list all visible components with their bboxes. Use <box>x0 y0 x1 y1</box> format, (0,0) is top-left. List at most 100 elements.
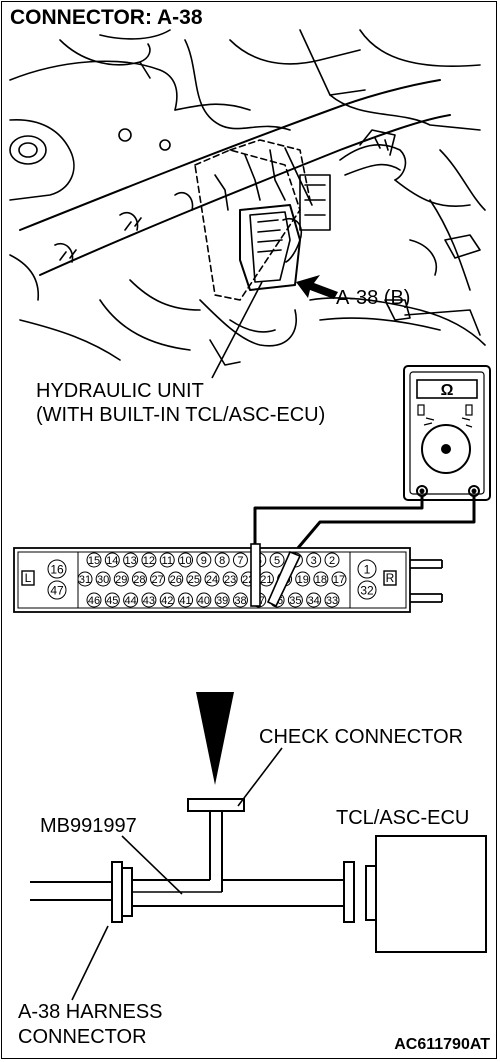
pin-mid: 18 <box>315 574 327 586</box>
test-leads <box>253 496 476 549</box>
pin-mid: 17 <box>333 574 345 586</box>
pin-top: 5 <box>274 555 280 567</box>
pin-mid: 19 <box>297 574 309 586</box>
pin-mid: 21 <box>260 574 272 586</box>
connector-side-right: R <box>386 571 395 585</box>
pin-bot-circle <box>214 592 230 608</box>
pin-mid-circle <box>95 571 111 587</box>
pin-mid-circle <box>295 571 311 587</box>
pin-left-circle <box>47 559 67 579</box>
pin-bot-circle <box>141 592 157 608</box>
pin-mid-circle <box>186 571 202 587</box>
pin-top-circle <box>86 552 102 568</box>
harness-connector-sublabel: CONNECTOR <box>18 1026 147 1048</box>
engine-bay-sketch <box>9 29 486 366</box>
pin-bot: 45 <box>106 595 118 607</box>
pin-bot: 41 <box>179 595 191 607</box>
pin-mid-circle <box>331 571 347 587</box>
pin-bot-circle <box>196 592 212 608</box>
pin-bot: 34 <box>308 595 320 607</box>
pin-top: 12 <box>143 555 155 567</box>
pin-bot: 46 <box>88 595 100 607</box>
pin-mid: 31 <box>79 574 91 586</box>
pin-bot-circle <box>123 592 139 608</box>
pin-left-circle <box>47 580 67 600</box>
pin-left: 16 <box>50 562 64 576</box>
pin-top: 11 <box>162 555 173 567</box>
pin-left: 47 <box>50 583 64 597</box>
pin-top: 10 <box>179 555 191 567</box>
pin-mid-circle <box>77 571 93 587</box>
pin-top: 9 <box>201 555 207 567</box>
pin-mid-circle <box>150 571 166 587</box>
pin-top-circle <box>196 552 212 568</box>
adapter-label: MB991997 <box>40 815 137 837</box>
pin-bot-circle <box>287 592 303 608</box>
connector-face-body <box>13 547 443 613</box>
pin-mid-circle <box>313 571 329 587</box>
pin-top-circle <box>159 552 175 568</box>
pin-top: 7 <box>237 555 243 567</box>
pin-bot: 33 <box>326 595 338 607</box>
pin-top-circle <box>104 552 120 568</box>
pin-top: 13 <box>124 555 136 567</box>
pin-mid-circle <box>204 571 220 587</box>
ohm-symbol: Ω <box>441 382 454 399</box>
pin-bot: 40 <box>198 595 210 607</box>
pin-top-circle <box>306 552 322 568</box>
pin-mid: 27 <box>151 574 163 586</box>
pin-mid: 25 <box>188 574 200 586</box>
ecu-label: TCL/ASC-ECU <box>336 807 470 829</box>
pin-top-circle <box>214 552 230 568</box>
connector-side-left: L <box>25 571 32 585</box>
pin-mid: 29 <box>115 574 127 586</box>
pin-bot-circle <box>104 592 120 608</box>
check-connector-label: CHECK CONNECTOR <box>259 726 464 748</box>
pin-right-circle <box>357 580 377 600</box>
harness-setup <box>30 798 487 953</box>
down-arrow <box>196 692 234 785</box>
pin-top: 14 <box>106 555 118 567</box>
pin-mid: 26 <box>170 574 182 586</box>
pin-right: 32 <box>360 583 374 597</box>
pin-mid: 24 <box>206 574 218 586</box>
figure-code: AC611790AT <box>394 1036 490 1053</box>
pin-mid-circle <box>168 571 184 587</box>
pin-right-circle <box>357 559 377 579</box>
pin-bot: 38 <box>234 595 246 607</box>
figure-title: CONNECTOR: A-38 <box>10 6 203 29</box>
pin-mid-circle <box>113 571 129 587</box>
hydraulic-unit-leader <box>211 281 263 379</box>
pin-top: 8 <box>219 555 225 567</box>
hydraulic-unit-label: HYDRAULIC UNIT <box>36 380 204 402</box>
pin-top-circle <box>141 552 157 568</box>
pin-bot-circle <box>86 592 102 608</box>
pin-top: 15 <box>88 555 100 567</box>
pin-mid: 28 <box>133 574 145 586</box>
pin-bot: 35 <box>289 595 301 607</box>
pin-mid-circle <box>131 571 147 587</box>
pin-top-circle <box>269 552 285 568</box>
connector-callout-label: A-38 (B) <box>336 287 411 309</box>
leader-lines <box>71 747 283 1001</box>
connector-pins: 1514131211109876543231302928272625242322… <box>25 552 395 608</box>
pin-bot: 39 <box>216 595 228 607</box>
pin-top-circle <box>178 552 194 568</box>
pin-bot-circle <box>306 592 322 608</box>
pin-bot: 42 <box>161 595 173 607</box>
pin-top: 2 <box>329 555 335 567</box>
probes <box>250 543 302 608</box>
pin-bot: 43 <box>143 595 155 607</box>
hydraulic-unit-sublabel: (WITH BUILT-IN TCL/ASC-ECU) <box>36 404 326 426</box>
pin-bot-circle <box>232 592 248 608</box>
connector-callout-arrow <box>296 275 338 299</box>
pin-mid: 23 <box>224 574 236 586</box>
pin-bot-circle <box>159 592 175 608</box>
pin-top-circle <box>232 552 248 568</box>
harness-connector-label: A-38 HARNESS <box>18 1001 163 1023</box>
pin-top-circle <box>324 552 340 568</box>
pin-bot: 44 <box>124 595 136 607</box>
